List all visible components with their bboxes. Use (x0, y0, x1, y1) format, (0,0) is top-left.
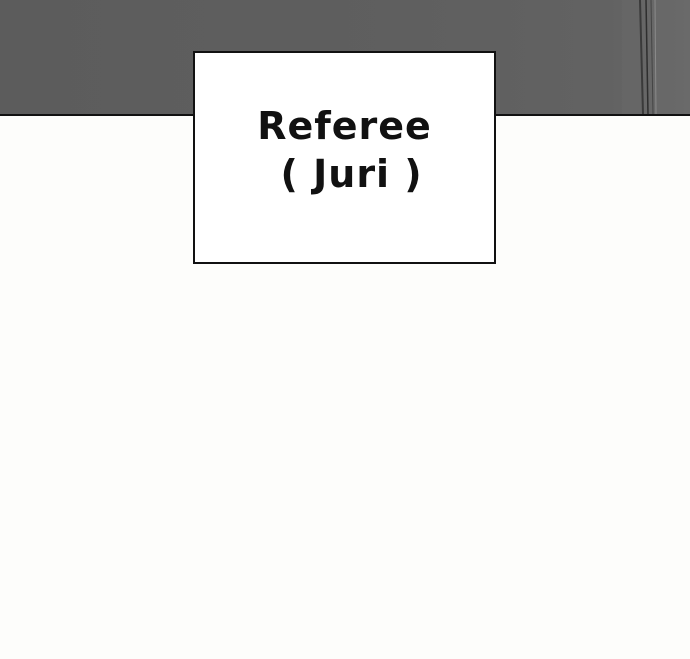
caption-box: Referee ( Juri ) (193, 51, 496, 264)
caption-subtitle: ( Juri ) (266, 152, 423, 196)
panel-edge-lines (622, 0, 690, 114)
caption-title: Referee (257, 104, 432, 148)
